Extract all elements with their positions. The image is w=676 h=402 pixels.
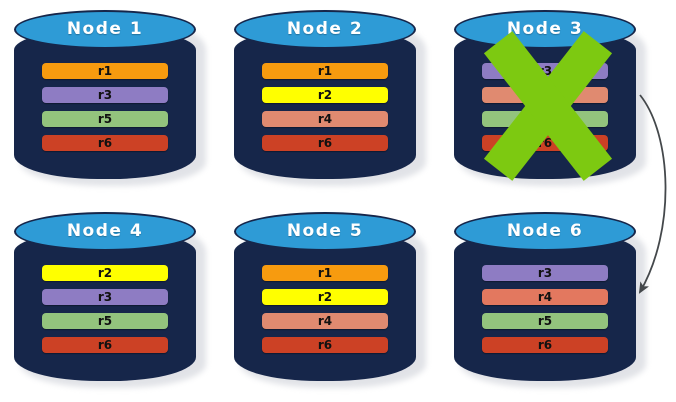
node-label: Node 5 [286, 221, 364, 241]
replica-bar[interactable]: r4 [262, 111, 388, 127]
node-cylinder-5[interactable]: Node 5 r1 r2 r4 r6 [234, 212, 430, 390]
replica-bar[interactable]: r5 [482, 313, 608, 329]
cylinder-body [234, 231, 416, 381]
node-label: Node 4 [66, 221, 144, 241]
node-label: Node 2 [286, 19, 364, 39]
replica-bar[interactable]: r3 [482, 265, 608, 281]
replica-list: r2 r3 r5 r6 [42, 265, 168, 353]
replica-bar[interactable]: r4 [262, 313, 388, 329]
cylinder-top [14, 212, 196, 251]
node-cylinder-2[interactable]: Node 2 r1 r2 r4 r6 [234, 10, 430, 188]
cylinder-top [234, 10, 416, 49]
replica-bar[interactable]: r1 [42, 63, 168, 79]
replica-bar[interactable]: r6 [482, 135, 608, 151]
replica-bar[interactable]: r5 [42, 111, 168, 127]
replica-bar[interactable]: r6 [42, 337, 168, 353]
cylinder-body [454, 231, 636, 381]
node-cylinder-3[interactable]: Node 3 r3 r4 r5 r6 [454, 10, 650, 188]
node-label: Node 6 [506, 221, 584, 241]
replica-bar[interactable]: r2 [262, 87, 388, 103]
replica-list: r3 r4 r5 r6 [482, 265, 608, 353]
replica-bar[interactable]: r4 [482, 87, 608, 103]
cylinder-top [454, 212, 636, 251]
replica-bar[interactable]: r1 [262, 63, 388, 79]
cylinder-body [234, 29, 416, 179]
replica-bar[interactable]: r6 [262, 337, 388, 353]
replica-bar[interactable]: r2 [42, 265, 168, 281]
node-cylinder-1[interactable]: Node 1 r1 r3 r5 r6 [14, 10, 210, 188]
node-cylinder-6[interactable]: Node 6 r3 r4 r5 r6 [454, 212, 650, 390]
replica-bar[interactable]: r5 [42, 313, 168, 329]
cylinder-top [14, 10, 196, 49]
cylinder-body [14, 231, 196, 381]
replica-bar[interactable]: r3 [482, 63, 608, 79]
replica-list: r1 r3 r5 r6 [42, 63, 168, 151]
node-label: Node 3 [506, 19, 584, 39]
replica-bar[interactable]: r2 [262, 289, 388, 305]
replica-list: r1 r2 r4 r6 [262, 265, 388, 353]
replica-bar[interactable]: r6 [262, 135, 388, 151]
replica-bar[interactable]: r3 [42, 289, 168, 305]
node-label: Node 1 [66, 19, 144, 39]
replica-list: r3 r4 r5 r6 [482, 63, 608, 151]
node-cylinder-4[interactable]: Node 4 r2 r3 r5 r6 [14, 212, 210, 390]
cylinder-body [14, 29, 196, 179]
cylinder-top [234, 212, 416, 251]
replica-bar[interactable]: r4 [482, 289, 608, 305]
replica-bar[interactable]: r1 [262, 265, 388, 281]
replica-bar[interactable]: r6 [482, 337, 608, 353]
replica-bar[interactable]: r6 [42, 135, 168, 151]
replica-bar[interactable]: r3 [42, 87, 168, 103]
replica-list: r1 r2 r4 r6 [262, 63, 388, 151]
replica-bar[interactable]: r5 [482, 111, 608, 127]
